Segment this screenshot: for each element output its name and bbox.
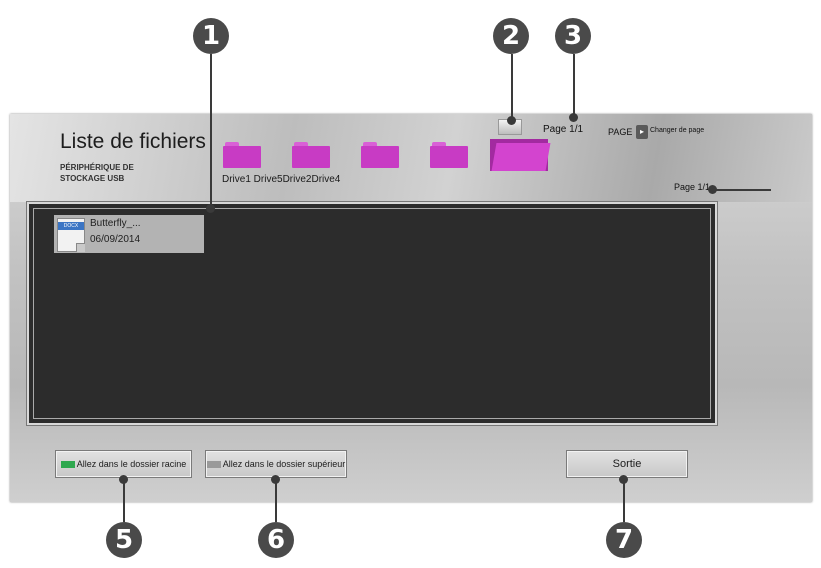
file-list: DOCX Butterfly_... 06/09/2014 [26,201,718,426]
folder-icon [225,142,239,148]
drive-folder-1[interactable] [223,142,261,168]
callout-3: 3 [555,18,591,54]
folder-icon [294,142,308,148]
file-name: Butterfly_... [90,218,141,229]
up-key-icon [206,460,221,468]
file-date: 06/09/2014 [90,234,141,245]
header-bar: Liste de fichiers PÉRIPHÉRIQUE DE STOCKA… [10,114,812,202]
parent-folder-button[interactable]: Allez dans le dossier supérieur [205,450,347,478]
folder-icon [432,142,446,148]
selected-drive-folder[interactable] [490,139,551,171]
callout-6: 6 [258,522,294,558]
page-title: Liste de fichiers [60,130,206,153]
open-folder-icon [491,143,551,171]
change-page-label: Changer de page [650,127,705,134]
device-subtitle: PÉRIPHÉRIQUE DE STOCKAGE USB [60,163,134,183]
drive-folder-4[interactable] [430,142,468,168]
drive-page-indicator: Page 1/1 [543,124,584,135]
page-key-icon: ▸ [636,125,648,139]
drive-folder-2[interactable] [292,142,330,168]
folder-icon [363,142,377,148]
callout-7: 7 [606,522,642,558]
page-key-label: PAGE [608,127,633,137]
exit-button[interactable]: Sortie [566,450,688,478]
file-list-panel: Liste de fichiers PÉRIPHÉRIQUE DE STOCKA… [10,114,812,502]
root-folder-label: Allez dans le dossier racine [76,459,187,469]
green-key-icon [60,460,75,468]
drive-labels: Drive1 Drive5Drive2Drive4 [222,174,341,185]
drive-folder-3[interactable] [361,142,399,168]
parent-folder-label: Allez dans le dossier supérieur [222,459,346,469]
exit-label: Sortie [612,458,642,470]
callout-2: 2 [493,18,529,54]
list-page-indicator: Page 1/1 [674,182,711,192]
callout-5: 5 [106,522,142,558]
file-list-border: DOCX Butterfly_... 06/09/2014 [33,208,711,419]
callout-1: 1 [193,18,229,54]
root-folder-button[interactable]: Allez dans le dossier racine [55,450,192,478]
document-icon: DOCX [57,218,85,252]
list-item[interactable]: DOCX Butterfly_... 06/09/2014 [54,215,204,253]
